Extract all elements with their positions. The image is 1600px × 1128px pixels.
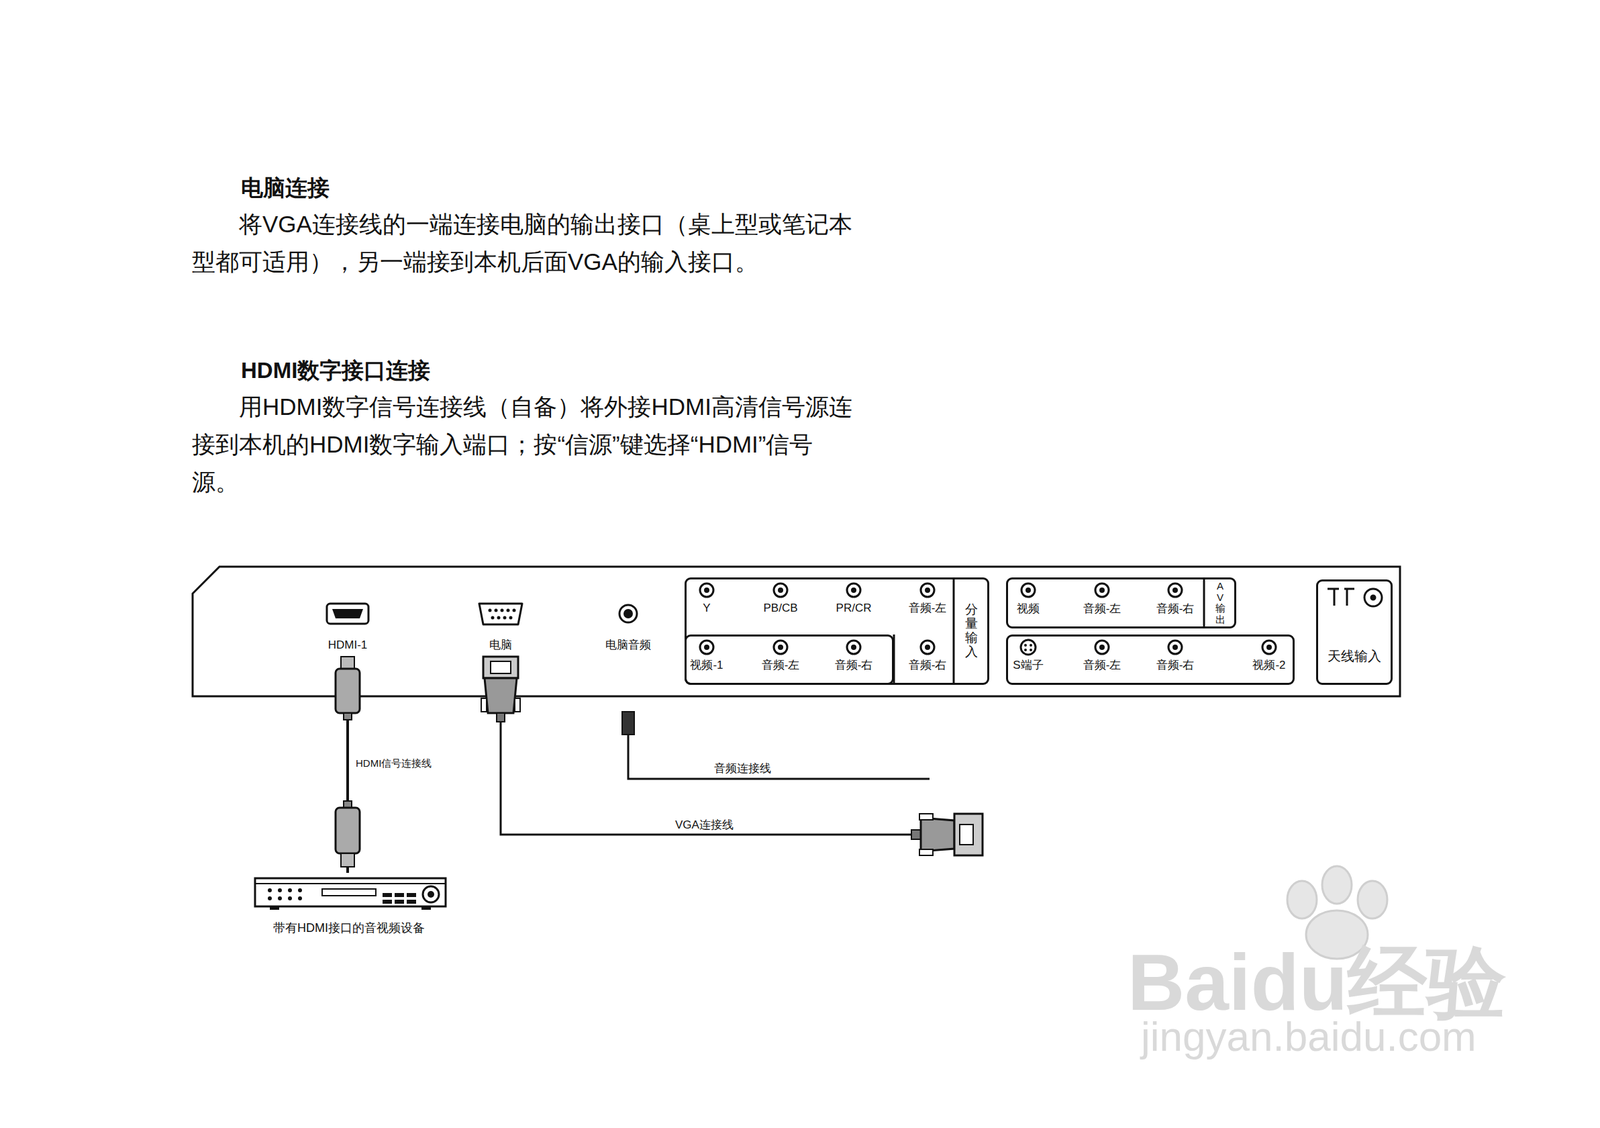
cable-label: 音频连接线 [712,760,774,776]
rca-jack [1095,583,1109,597]
vga-plug [911,813,983,856]
rca-jack-pin [924,587,931,593]
rca-jack [1095,640,1109,654]
port-group-box: 视频-1 音频-左 音频-右 [684,634,894,685]
port-label: 电脑音频 [605,638,652,652]
port-label: 电脑 [489,638,513,652]
port-label: S端子 [1012,659,1043,672]
rca-jack-pin [777,644,784,650]
audio-jack [619,604,637,623]
rca-jack [846,583,861,597]
port-label: PB/CB [763,602,798,615]
port-node: 电脑 [469,593,532,658]
section-heading: 电脑连接 [240,173,330,204]
port-group-box: 天线输入 [1316,579,1393,685]
rca-jack [700,583,714,597]
port-label: 视频 [1016,602,1040,616]
antenna-symbol [1327,588,1382,607]
rca-jack-pin [1172,587,1178,593]
group-divider [953,577,956,685]
s-video-jack [1020,639,1036,655]
cable-label: VGA连接线 [673,816,736,833]
rca-jack [920,640,935,654]
rca-jack-pin [851,587,857,593]
port-label: 视频-2 [1252,659,1286,672]
paragraph: 将VGA连接线的一端连接电脑的输出接口（桌上型或笔记本型都可适用），另一端接到本… [191,205,854,281]
section-heading: HDMI数字接口连接 [240,355,431,386]
port-label: 音频-左 [761,659,800,672]
rca-jack [846,640,861,654]
rca-jack-pin [704,644,710,650]
port-label: 音频-左 [1083,602,1122,616]
port-group-box: S端子 音频-左 音频-右 视频-2 [1006,634,1295,685]
audio-cable [628,734,930,779]
rca-jack-pin [777,587,784,593]
hdmi-plug [335,800,360,867]
port-label: 天线输入 [1327,648,1382,664]
rca-jack [700,640,714,654]
rca-jack-pin [1025,587,1031,593]
group-divider [1203,577,1206,629]
port-label: 音频-右 [1156,659,1195,672]
av-device-drawing [249,872,452,913]
port-label: 视频-1 [689,659,723,672]
rca-jack [920,583,935,597]
rca-jack [1168,583,1182,597]
port-group-box: 视频 音频-左 音频-右 AV输出 [1006,577,1237,629]
rca-jack [1262,640,1276,654]
rca-jack-pin [851,644,857,650]
rca-jack-pin [1099,587,1105,593]
port-label: 带有HDMI接口的音视频设备 [273,921,425,935]
port-label: HDMI-1 [328,638,368,652]
port-label: PR/CR [836,602,872,615]
port-label: 音频-左 [1083,659,1122,672]
hdmi-plug [335,656,360,720]
port-label: 音频-左 [908,602,947,615]
port-label: 音频-右 [908,659,947,672]
cable-label: HDMI信号连接线 [355,757,432,770]
rca-jack [1168,640,1182,654]
rca-jack-pin [1172,644,1178,650]
watermark: jingyan.baidu.com [1140,1012,1477,1060]
rca-jack [773,583,788,597]
audio-plug [622,711,635,735]
rca-jack [1021,583,1035,597]
vga-plug [481,656,521,722]
port-label: 音频-右 [1156,602,1195,616]
rca-jack-pin [1099,644,1105,650]
vertical-group-label: 分量输入 [965,602,978,660]
rca-jack-pin [704,587,710,593]
vertical-group-label: AV输出 [1215,580,1226,625]
port-node: 电脑音频 [593,593,664,658]
port-node: HDMI-1 [315,593,380,658]
rca-jack-pin [1266,644,1272,650]
port-group-box: YPB/CBPR/CR音频-左音频-右分量输入视频-1音频-左音频-右 [684,577,990,685]
port-label: 音频-右 [834,659,874,672]
rca-jack-pin [924,644,931,650]
port-label: Y [702,602,711,615]
vga-port-icon [479,603,523,625]
device-node: 带有HDMI接口的音视频设备 [249,872,452,940]
paragraph: 用HDMI数字信号连接线（自备）将外接HDMI高清信号源连接到本机的HDMI数字… [191,387,854,501]
tv-back-panel [192,566,1400,696]
hdmi-port-icon [326,603,369,624]
rca-jack [773,640,788,654]
